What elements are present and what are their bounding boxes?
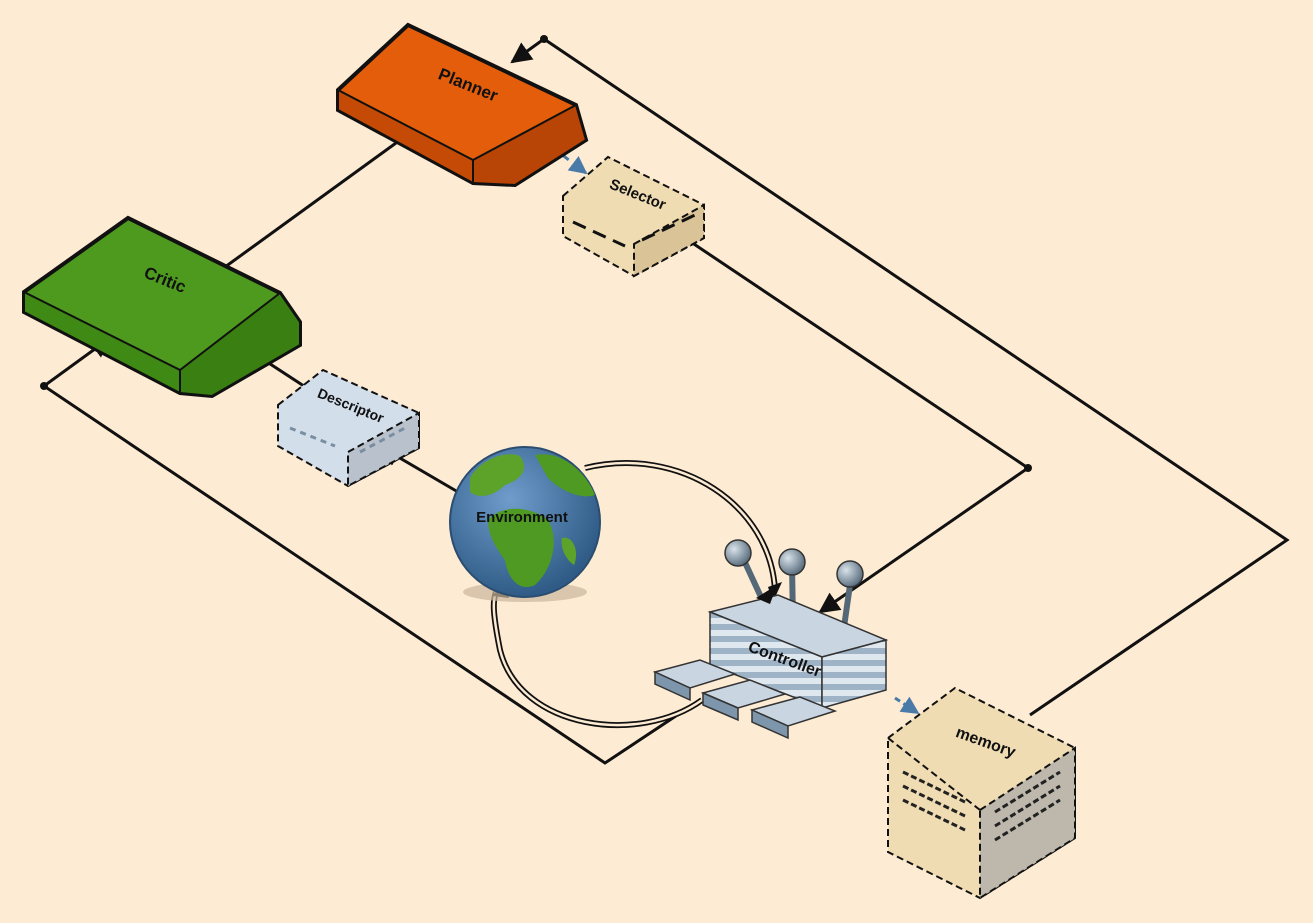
environment-label: Environment — [476, 509, 568, 526]
vent-slots — [902, 770, 1061, 842]
edge-controller-critic — [41, 336, 701, 765]
junction-dot — [40, 382, 48, 390]
selector-node[interactable]: Selector — [562, 155, 705, 278]
descriptor-node[interactable]: Descriptor — [277, 368, 420, 488]
connections — [40, 35, 1290, 765]
planner-node[interactable]: Planner — [336, 22, 589, 188]
edge-controller-memory — [894, 696, 920, 715]
edge-memory-planner — [510, 37, 1290, 717]
junction-dot — [1024, 464, 1032, 472]
edge-controller-environment — [490, 460, 782, 729]
globe-icon — [449, 446, 601, 598]
factory-icon — [652, 539, 889, 740]
controller-node[interactable]: Controller — [652, 539, 889, 740]
environment-node[interactable]: Environment — [449, 446, 601, 602]
memory-node[interactable]: memory — [887, 686, 1076, 900]
junction-dot — [540, 35, 548, 43]
critic-node[interactable]: Critic — [22, 215, 302, 399]
edge-critic-planner — [224, 125, 420, 269]
